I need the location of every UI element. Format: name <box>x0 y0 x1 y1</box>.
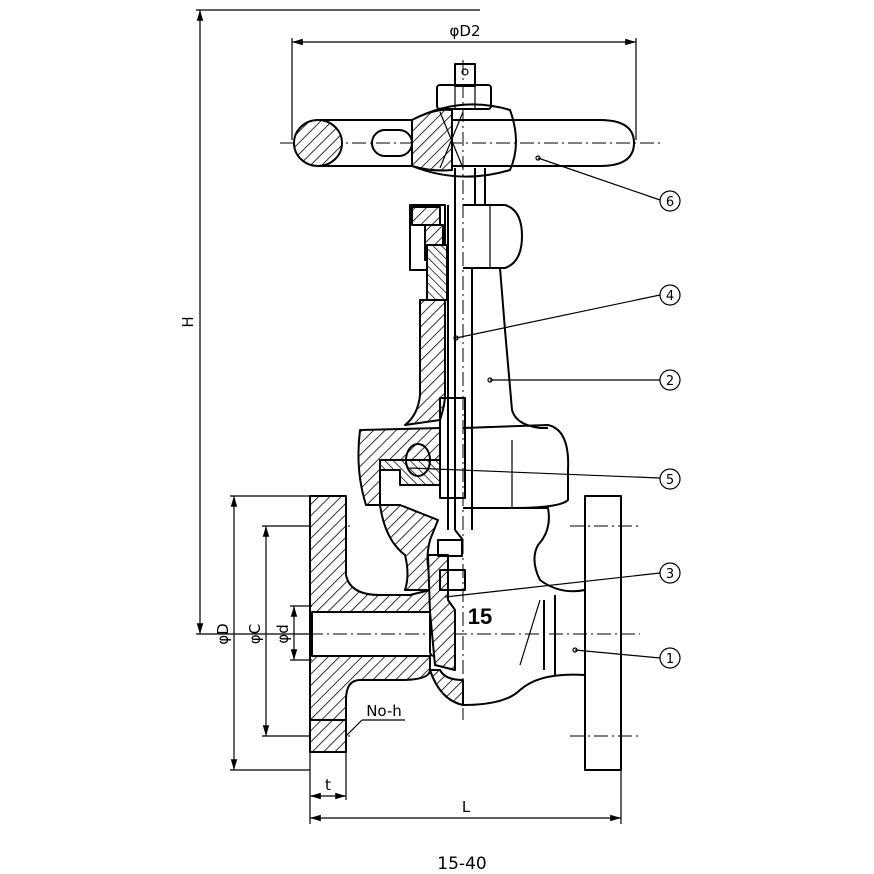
gate-disc <box>427 529 466 671</box>
callout-3: 3 <box>659 562 681 584</box>
center-lines <box>280 60 660 737</box>
bonnet <box>357 205 570 530</box>
callout-4: 4 <box>659 284 681 306</box>
svg-text:3: 3 <box>666 567 674 582</box>
valve-body <box>309 495 622 771</box>
callout-1: 1 <box>659 647 681 669</box>
callout-5: 5 <box>659 468 681 490</box>
dim-label-D: φD <box>214 623 232 644</box>
svg-text:1: 1 <box>666 652 674 667</box>
dim-label-D2: φD2 <box>450 22 481 40</box>
dim-label-C: φC <box>246 624 264 644</box>
dim-label-H: H <box>179 316 197 327</box>
yoke-nut <box>409 168 523 301</box>
dim-label-bolts: No-h <box>366 702 402 720</box>
dim-label-t: t <box>325 776 331 794</box>
dimension-lines <box>196 9 637 824</box>
svg-text:5: 5 <box>666 473 674 488</box>
svg-text:6: 6 <box>666 195 674 210</box>
svg-text:4: 4 <box>666 289 674 304</box>
svg-text:2: 2 <box>666 374 674 389</box>
drawing-caption: 15-40 <box>437 854 486 874</box>
handwheel <box>293 63 635 178</box>
dim-label-d: φd <box>274 624 292 643</box>
callout-6: 6 <box>659 190 681 212</box>
dim-label-L: L <box>462 798 471 816</box>
size-label: 15 <box>468 604 492 629</box>
callout-leaders <box>409 155 661 659</box>
callout-2: 2 <box>659 369 681 391</box>
